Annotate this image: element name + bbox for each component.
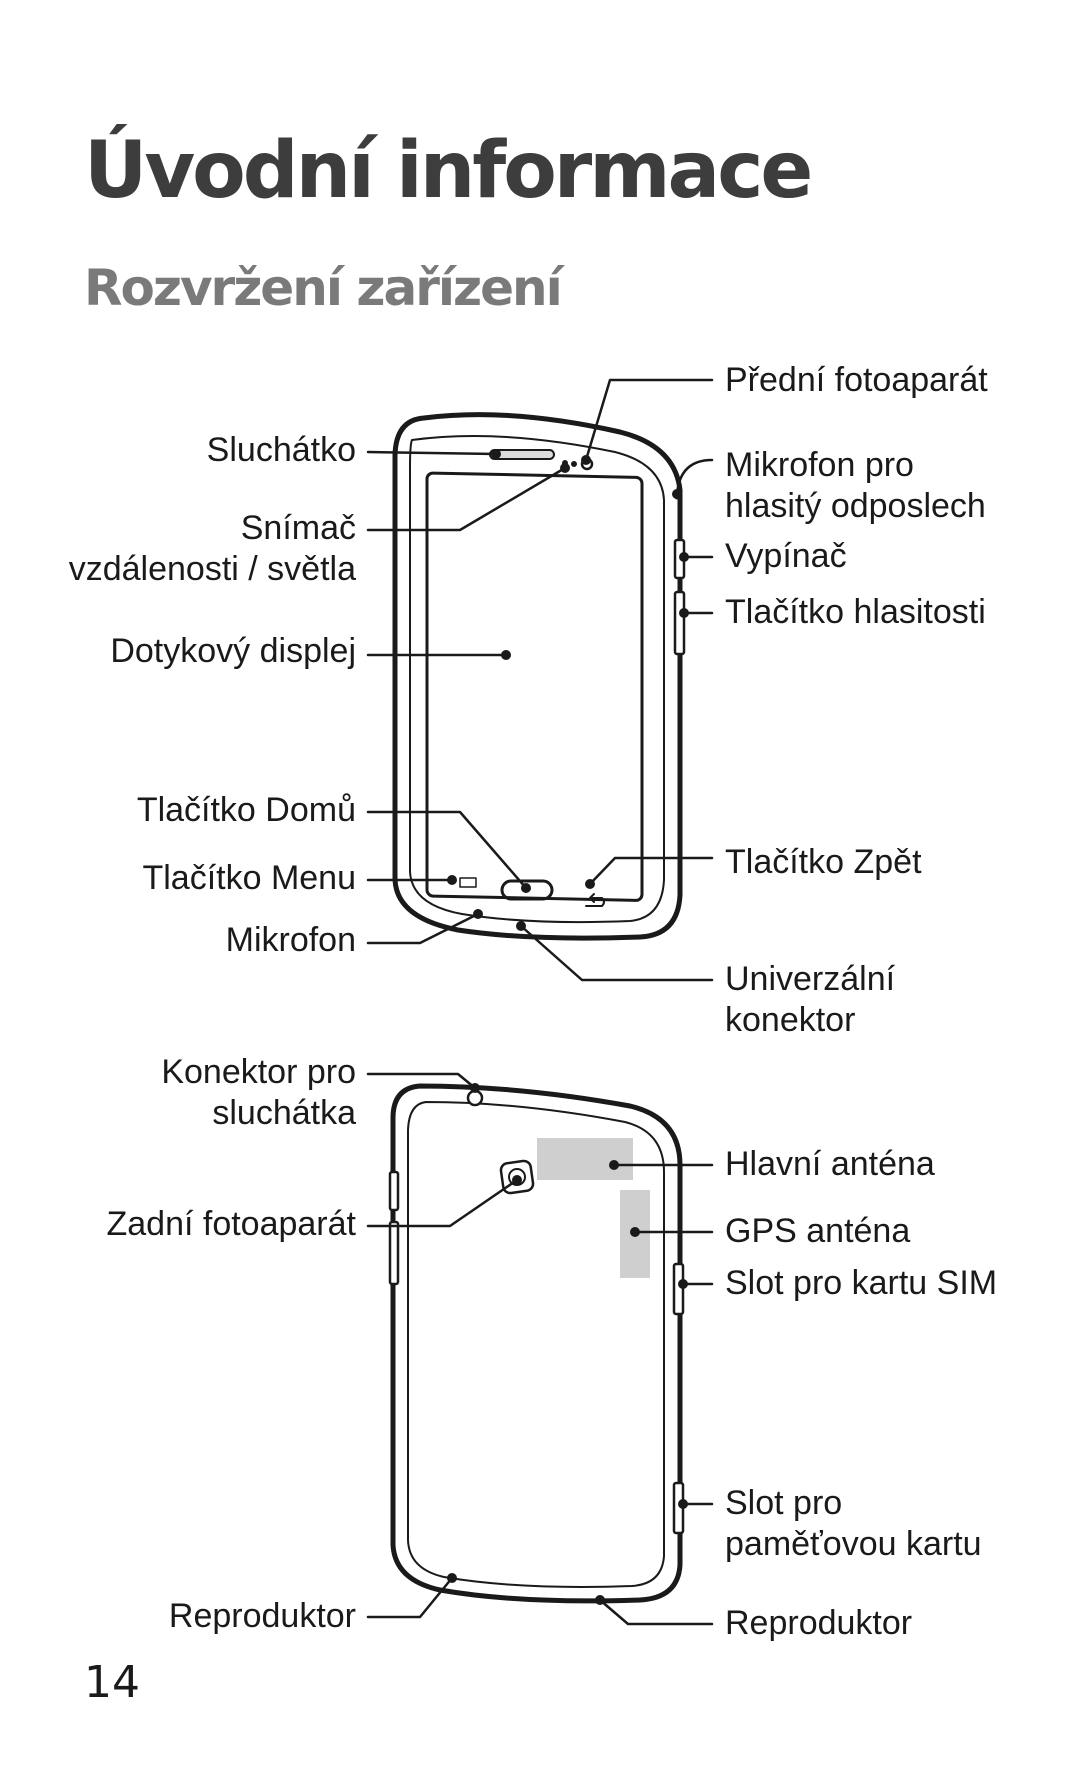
front-leader-dots — [447, 449, 689, 931]
label-menu-button: Tlačítko Menu — [142, 859, 356, 897]
back-device-illustration — [388, 1083, 685, 1604]
front-leader-lines — [366, 378, 714, 982]
label-microphone: Mikrofon — [225, 921, 356, 959]
label-proximity-sensor-line1: Snímač — [240, 509, 356, 547]
proximity-sensor-dot — [571, 461, 577, 467]
leader-speaker-left — [366, 1576, 454, 1619]
label-volume-key: Tlačítko hlasitosti — [725, 593, 986, 631]
label-memory-slot-line2: paměťovou kartu — [725, 1525, 982, 1563]
back-button-glyph — [585, 893, 605, 907]
leader-rear-camera — [366, 1178, 519, 1228]
volume-key — [673, 590, 686, 656]
label-power-key: Vypínač — [725, 537, 847, 575]
leader-back-button — [588, 856, 714, 886]
label-universal-connector: Univerzální konektor — [725, 959, 895, 1041]
front-device-outer-body — [392, 412, 683, 941]
label-headset-jack: Konektor pro sluchátka — [161, 1052, 356, 1134]
back-device-outer-body — [390, 1083, 683, 1604]
touch-display — [425, 471, 644, 902]
leader-earpiece — [366, 450, 498, 456]
home-button — [500, 879, 554, 901]
label-headset-jack-line2: sluchátka — [212, 1094, 356, 1132]
rear-camera-housing — [499, 1159, 535, 1195]
label-speakerphone-mic-line1: Mikrofon pro — [725, 446, 914, 484]
label-gps-antenna: GPS anténa — [725, 1212, 911, 1250]
label-speaker-left: Reproduktor — [168, 1597, 356, 1635]
label-headset-jack-line1: Konektor pro — [161, 1053, 356, 1091]
label-proximity-sensor: Snímač vzdálenosti / světla — [69, 508, 356, 590]
leader-speaker-right — [598, 1598, 714, 1626]
label-proximity-sensor-line2: vzdálenosti / světla — [68, 550, 356, 588]
label-speakerphone-mic-line2: hlasitý odposlech — [725, 487, 986, 525]
label-back-button: Tlačítko Zpět — [725, 843, 922, 881]
back-side-key — [388, 1170, 400, 1212]
leader-home-button — [366, 810, 528, 890]
sim-card-slot — [672, 1262, 685, 1316]
back-device-inner-outline — [407, 1101, 665, 1588]
label-speaker-right: Reproduktor — [725, 1604, 913, 1642]
label-universal-connector-line2: konektor — [725, 1001, 856, 1039]
label-memory-slot: Slot pro paměťovou kartu — [725, 1483, 982, 1565]
label-front-camera: Přední fotoaparát — [725, 361, 988, 399]
label-main-antenna: Hlavní anténa — [725, 1145, 935, 1183]
back-side-key — [388, 1220, 400, 1286]
menu-button-glyph — [459, 877, 477, 888]
label-sim-slot: Slot pro kartu SIM — [725, 1264, 998, 1302]
back-leader-dots — [447, 1083, 688, 1605]
leader-front-camera — [584, 378, 714, 462]
main-antenna-area — [537, 1138, 633, 1180]
label-earpiece: Sluchátko — [206, 431, 356, 469]
front-device-illustration — [392, 412, 686, 941]
headset-jack — [466, 1089, 484, 1107]
leader-microphone — [366, 912, 480, 945]
section-title: Rozvržení zařízení — [84, 259, 563, 317]
leader-speakerphone-mic — [675, 458, 714, 496]
label-speakerphone-mic: Mikrofon pro hlasitý odposlech — [725, 445, 986, 527]
leader-proximity-sensor — [366, 466, 567, 532]
label-touch-display: Dotykový displej — [110, 632, 356, 670]
label-rear-camera: Zadní fotoaparát — [106, 1205, 356, 1243]
page-title: Úvodní informace — [84, 126, 813, 216]
leader-headset-jack — [366, 1072, 477, 1090]
label-memory-slot-line1: Slot pro — [725, 1484, 843, 1522]
label-home-button: Tlačítko Domů — [136, 791, 356, 829]
back-leader-lines — [366, 1072, 714, 1626]
page-number: 14 — [84, 1657, 140, 1708]
label-universal-connector-line1: Univerzální — [725, 960, 896, 998]
front-device-inner-bezel — [409, 435, 665, 924]
leader-universal-connector — [519, 924, 714, 982]
